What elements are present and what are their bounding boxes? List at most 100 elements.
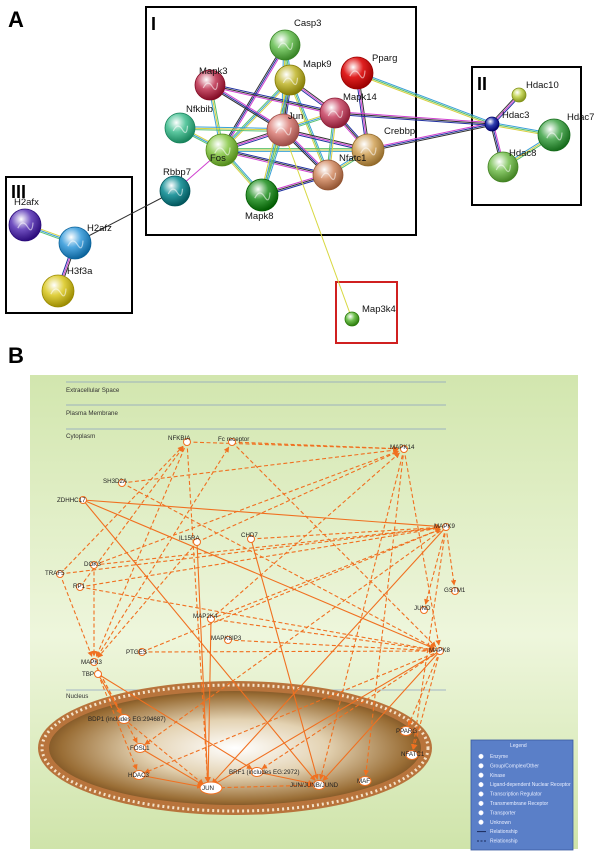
protein-node-nfkbib[interactable]: Nfkbib [164,104,213,144]
gene-node-mapk3[interactable]: MAPK3 [81,658,103,667]
protein-node-h3f3a[interactable]: H3f3a [41,266,93,308]
gene-shape [207,615,215,623]
protein-node-pparg[interactable]: Pparg [340,53,397,90]
panel-a-edge-strand [220,44,285,150]
gene-node-zdhhc17[interactable]: ZDHHC17 [57,496,87,505]
panel-a-edge [334,111,493,126]
gene-label: NFKBIA [168,435,191,442]
gene-node-brf1[interactable]: BRF1 (includes EG:2972) [229,767,300,777]
protein-node-hdac10[interactable]: Hdac10 [511,80,559,103]
gene-label: JUN/JUNB/JUND [290,782,339,789]
protein-node-fos[interactable]: Fos [205,133,239,167]
gene-node-gstm1[interactable]: GSTM1 [444,587,466,595]
gene-node-jun[interactable]: JUN [199,781,223,795]
protein-node-mapk8[interactable]: Mapk8 [245,178,279,222]
legend-label: Transcription Regulator [490,792,542,798]
protein-node-map3k4[interactable]: Map3k4 [344,304,396,327]
relationship-edge [186,441,399,452]
legend-symbol [478,810,484,816]
protein-node-crebbp[interactable]: Crebbp [351,126,415,167]
protein-sphere [266,113,300,147]
extracellular-label: Extracellular Space [66,387,120,394]
gene-shape [247,535,255,543]
protein-label: Fos [210,153,226,164]
gene-node-ptges[interactable]: PTGES [126,648,147,657]
protein-node-h2afx[interactable]: H2afx [8,197,42,242]
protein-structure-icon [50,288,67,297]
protein-node-mapk3[interactable]: Mapk3 [194,66,228,101]
gene-node-il15ra[interactable]: IL15RA [179,535,201,546]
cluster-box-iii [5,176,133,314]
panel-a-edge [220,44,287,151]
gene-node-jund[interactable]: JUND [414,605,431,614]
relationship-edge [211,526,447,784]
relationship-edge [250,538,319,780]
panel-a-edge-strand [368,124,493,152]
gene-node-maf[interactable]: MAF [357,776,372,786]
gene-node-fosl1[interactable]: FOSL1 [130,743,150,753]
panel-b-label: B [8,343,24,368]
protein-node-hdac7[interactable]: Hdac7 [537,112,594,152]
gene-shape [118,479,126,487]
protein-sphere [8,208,42,242]
gene-node-hdac3[interactable]: HDAC3 [128,770,150,780]
protein-node-nfatc1[interactable]: Nfatc1 [312,153,366,191]
membrane-label: Plasma Membrane [66,410,118,417]
relationship-edge [59,573,93,657]
gene-node-mapk9[interactable]: MAPK9 [434,523,456,531]
protein-node-hdac8[interactable]: Hdac8 [487,148,536,183]
panel-a-edge-strand [222,45,287,151]
gene-label: PPARG [396,728,417,735]
panel-a-edge-strand [180,126,284,130]
gene-node-fcreceptor[interactable]: Fc receptor [218,436,249,446]
gene-node-nfatc1[interactable]: NFATC1 [401,750,425,760]
panel-a-clusters: I II III [5,6,582,344]
panel-a-edge-strand [289,79,329,176]
gene-node-mapk8ip3[interactable]: MAPK8IP3 [211,635,242,644]
panel-a-edge-strand [334,113,492,126]
protein-sphere [484,116,500,132]
gene-node-sh3d2a[interactable]: SH3D2A [103,478,128,487]
gene-shape [250,767,264,777]
gene-node-traf5[interactable]: TRAF5 [45,570,65,578]
gene-node-nfkbia[interactable]: NFKBIA [168,435,191,446]
protein-sphere [159,175,191,207]
legend-title: Legend [510,743,527,749]
gene-node-dok3[interactable]: DOK3 [84,561,101,569]
gene-label: MAPK8 [429,647,451,654]
gene-node-rp1[interactable]: RP1 [73,583,86,591]
gene-label: MAPK9 [434,523,456,530]
protein-node-rbbp7[interactable]: Rbbp7 [159,167,191,207]
cluster-label-i: I [151,14,156,34]
gene-shape [94,670,102,678]
protein-sphere [312,159,344,191]
protein-label: H2afx [14,197,39,208]
relationship-edge [82,499,435,650]
legend-items: EnzymeGroup/Complex/OtherKinaseLigand-de… [477,753,571,845]
gene-node-chd7[interactable]: CHD7 [241,532,258,543]
protein-node-jun[interactable]: Jun [266,111,303,147]
gene-node-pparg[interactable]: PPARG [396,726,417,736]
gene-node-mapk8[interactable]: MAPK8 [429,647,451,655]
map3k4-box [335,281,398,344]
legend-item: Transporter [478,810,516,816]
protein-node-casp3[interactable]: Casp3 [269,18,321,61]
gene-label: MAPK8IP3 [211,635,242,642]
gene-node-map2k4[interactable]: MAP2K4 [193,613,218,623]
gene-label: MAP2K4 [193,613,218,620]
relationship-edge [250,524,441,540]
gene-label: JUND [414,605,431,612]
protein-node-mapk9[interactable]: Mapk9 [274,59,332,96]
protein-node-h2afz[interactable]: H2afz [58,223,112,260]
gene-node-junjunbjund[interactable]: JUN/JUNB/JUND [290,780,339,790]
protein-node-hdac3[interactable]: Hdac3 [484,110,529,132]
protein-node-mapk14[interactable]: Mapk14 [319,92,377,129]
gene-label: JUN [202,785,214,792]
gene-node-tbp[interactable]: TBP [82,670,102,679]
gene-node-bdp1[interactable]: BDP1 (includes EG:294687) [88,714,166,724]
protein-label: Hdac8 [509,148,536,159]
gene-node-mapk14[interactable]: MAPK14 [390,444,415,453]
protein-label: Hdac7 [567,112,594,123]
